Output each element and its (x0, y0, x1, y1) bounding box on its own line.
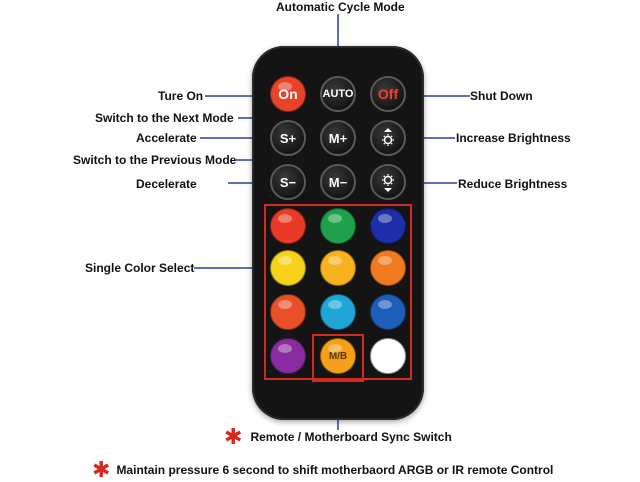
label-increase-brightness: Increase Brightness (456, 131, 571, 145)
previous-mode-label: M− (328, 174, 348, 190)
off-button[interactable]: Off (370, 76, 406, 112)
asterisk-icon: ✱ (224, 424, 243, 449)
label-reduce-brightness: Reduce Brightness (458, 177, 568, 191)
mb-sync-button[interactable]: M/B (320, 338, 356, 374)
asterisk-icon: ✱ (92, 457, 111, 482)
label-accelerate: Accelerate (136, 131, 197, 145)
sync-switch-annotation: ✱ Remote / Motherboard Sync Switch (224, 424, 452, 449)
next-mode-label: M+ (328, 130, 348, 146)
color-button-white[interactable] (370, 338, 406, 374)
brightness-up-button[interactable] (370, 120, 406, 156)
color-button-yellow[interactable] (270, 250, 306, 286)
color-button-orange[interactable] (370, 250, 406, 286)
color-button-sky-blue[interactable] (370, 294, 406, 330)
label-next-mode: Switch to the Next Mode (95, 111, 234, 125)
color-button-red-orange[interactable] (270, 294, 306, 330)
color-button-cyan[interactable] (320, 294, 356, 330)
label-decelerate: Decelerate (136, 177, 197, 191)
brightness-down-button[interactable] (370, 164, 406, 200)
speed-up-label: S+ (279, 130, 297, 146)
label-single-color-select: Single Color Select (85, 261, 195, 275)
on-button-label: On (278, 86, 298, 102)
color-button-blue[interactable] (370, 208, 406, 244)
auto-button[interactable]: AUTO (320, 76, 356, 112)
sun-up-icon (382, 128, 394, 146)
color-button-amber[interactable] (320, 250, 356, 286)
label-turn-on: Ture On (158, 89, 204, 103)
color-button-green[interactable] (320, 208, 356, 244)
label-automatic-cycle-mode: Automatic Cycle Mode (276, 0, 405, 14)
on-button[interactable]: On (270, 76, 306, 112)
speed-up-button[interactable]: S+ (270, 120, 306, 156)
mb-sync-label: M/B (328, 350, 348, 362)
previous-mode-button[interactable]: M− (320, 164, 356, 200)
sync-switch-frame (312, 334, 364, 382)
label-shut-down: Shut Down (470, 89, 533, 103)
label-previous-mode: Switch to the Previous Mode (73, 153, 237, 167)
remote-control: On AUTO Off S+ M+ S− M− (252, 46, 424, 420)
off-button-label: Off (377, 86, 399, 102)
speed-down-button[interactable]: S− (270, 164, 306, 200)
footer-note: ✱ Maintain pressure 6 second to shift mo… (92, 457, 554, 482)
color-button-purple[interactable] (270, 338, 306, 374)
label-sync-switch: Remote / Motherboard Sync Switch (250, 430, 452, 444)
footer-note-text: Maintain pressure 6 second to shift moth… (116, 463, 554, 477)
sun-down-icon (382, 174, 394, 192)
color-select-frame (264, 204, 412, 380)
next-mode-button[interactable]: M+ (320, 120, 356, 156)
auto-button-label: AUTO (322, 88, 354, 100)
speed-down-label: S− (279, 174, 297, 190)
color-button-red[interactable] (270, 208, 306, 244)
